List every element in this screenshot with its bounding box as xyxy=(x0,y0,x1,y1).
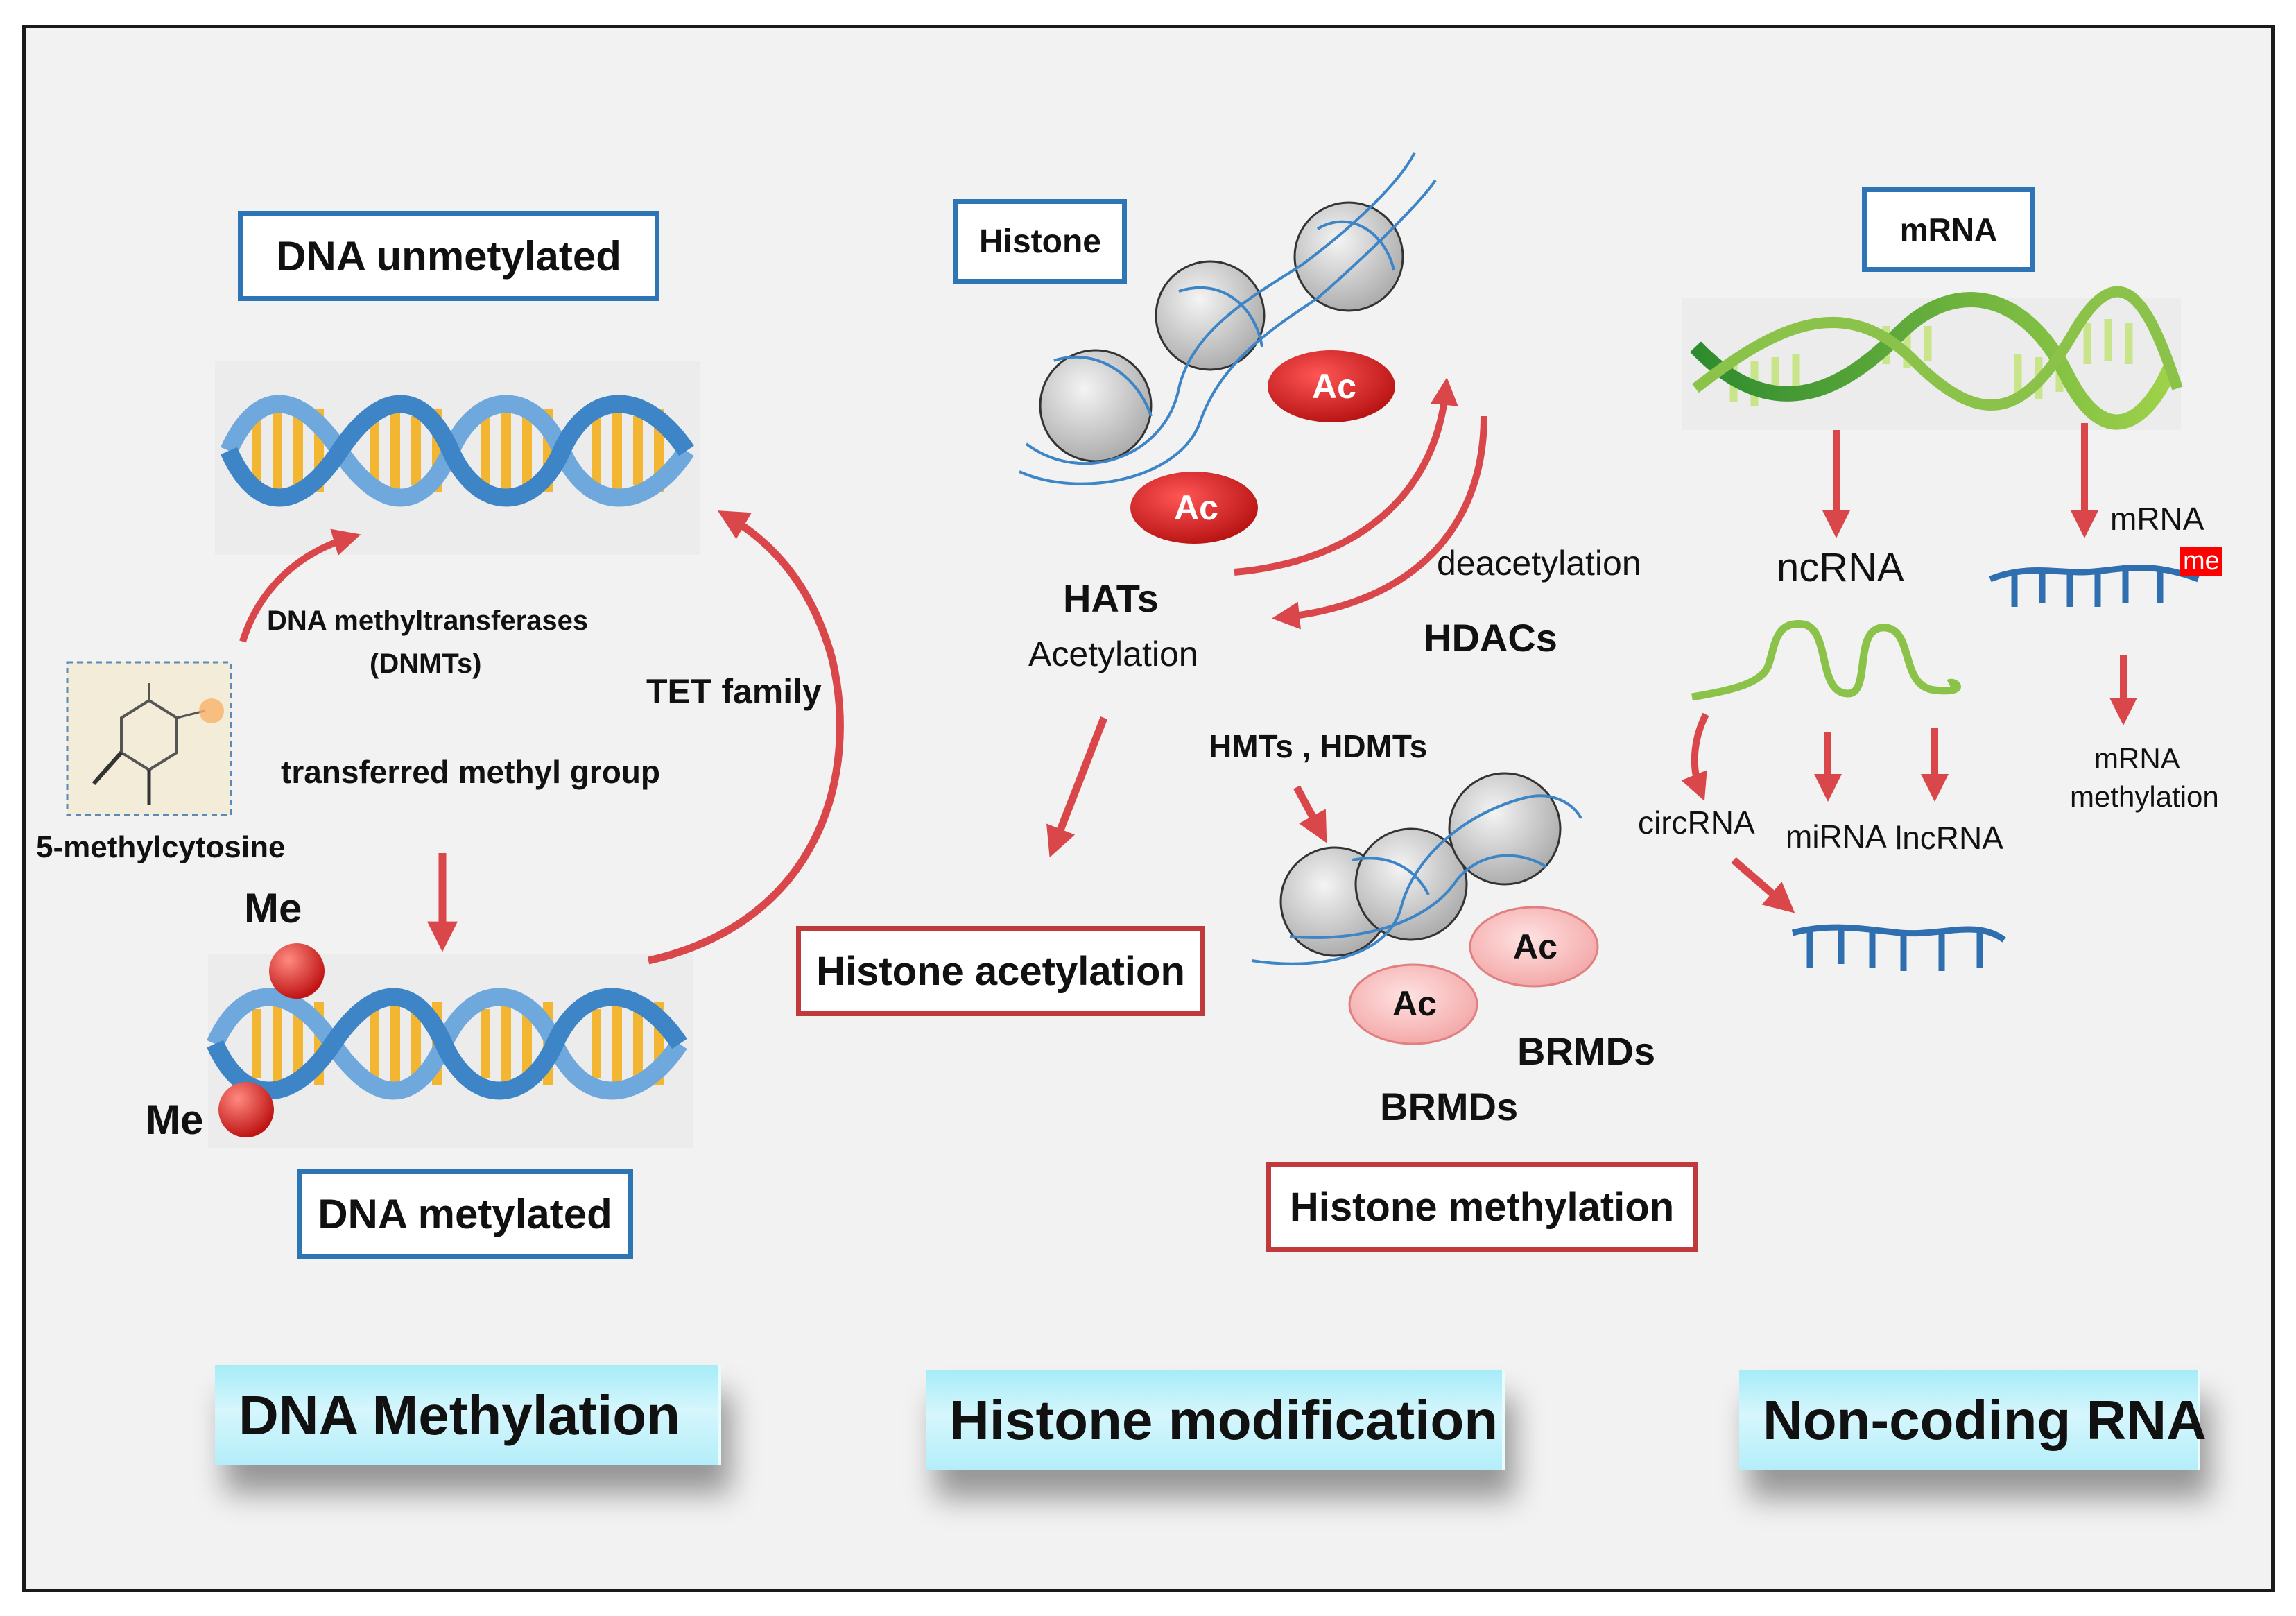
non-coding-rna-title: Non-coding RNA xyxy=(1739,1370,2207,1470)
transferred-methyl-label: transferred methyl group xyxy=(281,754,660,790)
nucleosome-cluster-top xyxy=(1019,152,1437,485)
histone-modification-title: Histone modification xyxy=(926,1370,1505,1470)
acetyl-tag-top-2 xyxy=(1130,472,1258,544)
dna-methylated-box: DNA metylated xyxy=(297,1169,633,1259)
hat-arrow xyxy=(1234,377,1458,576)
hdac-arrow xyxy=(1272,415,1487,630)
acetyl-tag-bottom-2 xyxy=(1348,963,1478,1045)
acetylation-down-arrow xyxy=(1046,716,1108,858)
acetylation-label: Acetylation xyxy=(1028,635,1198,673)
ac-label-4: Ac xyxy=(1392,984,1437,1023)
dnmt-label-line1: DNA methyltransferases xyxy=(267,605,589,636)
cytosine-label: 5-methylcytosine xyxy=(36,830,286,864)
histone-acetylation-box: Histone acetylation xyxy=(796,926,1205,1016)
me-label-bottom: Me xyxy=(146,1097,204,1143)
dnmt-arrow xyxy=(239,528,361,643)
mrna-box: mRNA xyxy=(1862,187,2035,272)
dna-methylation-title: DNA Methylation xyxy=(215,1365,721,1465)
methyl-ball-top xyxy=(269,943,325,999)
me-tag: me xyxy=(2180,547,2222,576)
mrna-methylation-label-line1: mRNA xyxy=(2094,742,2180,775)
tet-family-label: TET family xyxy=(646,672,822,711)
dnmt-label-line2: (DNMTs) xyxy=(370,648,482,679)
dna-unmethylated-box: DNA unmetylated xyxy=(238,211,659,301)
mrna-small-label: mRNA xyxy=(2110,501,2204,537)
hmt-arrow xyxy=(1293,785,1327,843)
ac-label-2: Ac xyxy=(1174,488,1218,527)
ncrna-label: ncRNA xyxy=(1777,545,1904,590)
circrna-label: circRNA xyxy=(1638,805,1755,841)
mrna-strand-methylated xyxy=(1989,564,2200,607)
target-mrna-strand xyxy=(1791,924,2006,971)
tet-arrow xyxy=(647,510,844,965)
me-label-top: Me xyxy=(244,885,302,931)
hats-label: HATs xyxy=(1063,576,1159,620)
lncrna-label: lncRNA xyxy=(1895,820,2003,856)
dna-helix-unmethylated xyxy=(215,361,700,555)
hdacs-label: HDACs xyxy=(1424,616,1557,660)
brmds-label-2: BRMDs xyxy=(1380,1085,1519,1128)
deacetylation-label: deacetylation xyxy=(1437,544,1641,583)
circrna-arrow xyxy=(1681,712,1709,801)
mrna-methylation-label-line2: methylation xyxy=(2070,780,2219,813)
acetyl-tag-bottom-1 xyxy=(1469,906,1599,988)
histone-methylation-box: Histone methylation xyxy=(1266,1162,1698,1252)
brmds-label-1: BRMDs xyxy=(1517,1029,1656,1073)
mrna-double-helix xyxy=(1682,286,2183,430)
histone-box: Histone xyxy=(953,199,1127,284)
methylcytosine-structure xyxy=(66,661,232,816)
methyl-ball-bottom xyxy=(218,1082,274,1137)
mirna-label: miRNA xyxy=(1786,818,1887,854)
ac-label-1: Ac xyxy=(1312,367,1356,406)
hmts-label: HMTs , HDMTs xyxy=(1209,728,1428,764)
dna-helix-methylated xyxy=(207,954,693,1148)
ncrna-strand xyxy=(1691,620,1961,701)
acetyl-tag-top-1 xyxy=(1268,350,1395,422)
nucleosome-cluster-bottom xyxy=(1251,772,1582,965)
ac-label-3: Ac xyxy=(1513,927,1557,966)
circrna-target-arrow xyxy=(1731,857,1795,913)
